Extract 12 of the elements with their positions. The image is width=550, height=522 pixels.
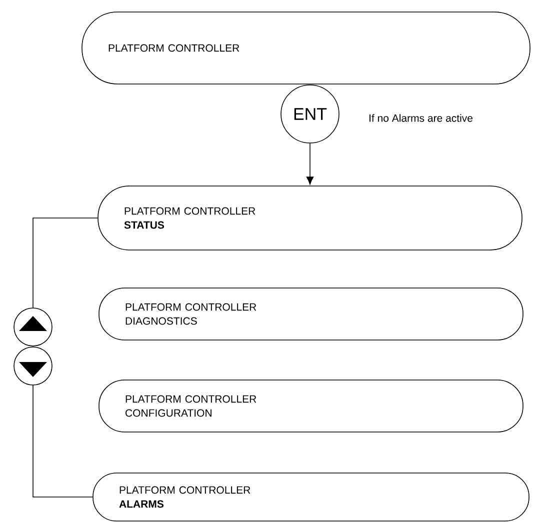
enter-button: ENT <box>280 84 340 144</box>
down-button <box>14 346 52 386</box>
menu-box: PLATFORM CONTROLLER STATUS <box>98 186 522 250</box>
up-button <box>14 308 52 346</box>
connector-line <box>32 384 93 498</box>
connector-line <box>32 218 98 308</box>
note-text: If no Alarms are active <box>370 114 472 122</box>
menu-box: PLATFORM CONTROLLER <box>82 12 530 84</box>
menu-box: PLATFORM CONTROLLER ALARMS <box>92 472 530 522</box>
arrow <box>306 142 314 185</box>
menu-box: PLATFORM CONTROLLER CONFIGURATION <box>98 380 524 432</box>
menu-box: PLATFORM CONTROLLER DIAGNOSTICS <box>98 288 524 340</box>
